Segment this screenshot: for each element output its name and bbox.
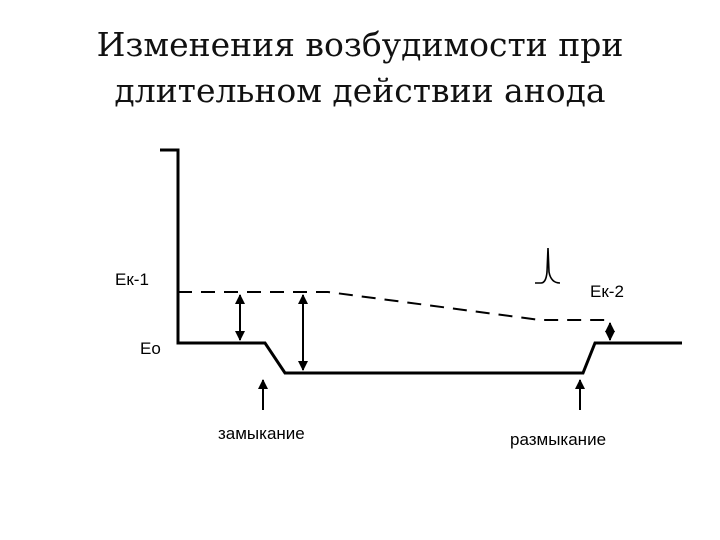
label-closing: замыкание — [218, 424, 305, 443]
title-line-2: длительном действии анода — [114, 71, 606, 110]
slide-title: Изменения возбудимости при длительном де… — [0, 22, 720, 114]
title-line-1: Изменения возбудимости при — [96, 25, 624, 64]
label-ek2: Ек-2 — [590, 282, 624, 301]
critical-level-line — [178, 291, 612, 321]
label-eo: Ео — [140, 339, 161, 358]
label-opening: размыкание — [510, 430, 607, 449]
label-ek1: Ек-1 — [115, 270, 149, 289]
membrane-potential-trace — [160, 148, 682, 375]
spike-icon — [535, 247, 561, 284]
